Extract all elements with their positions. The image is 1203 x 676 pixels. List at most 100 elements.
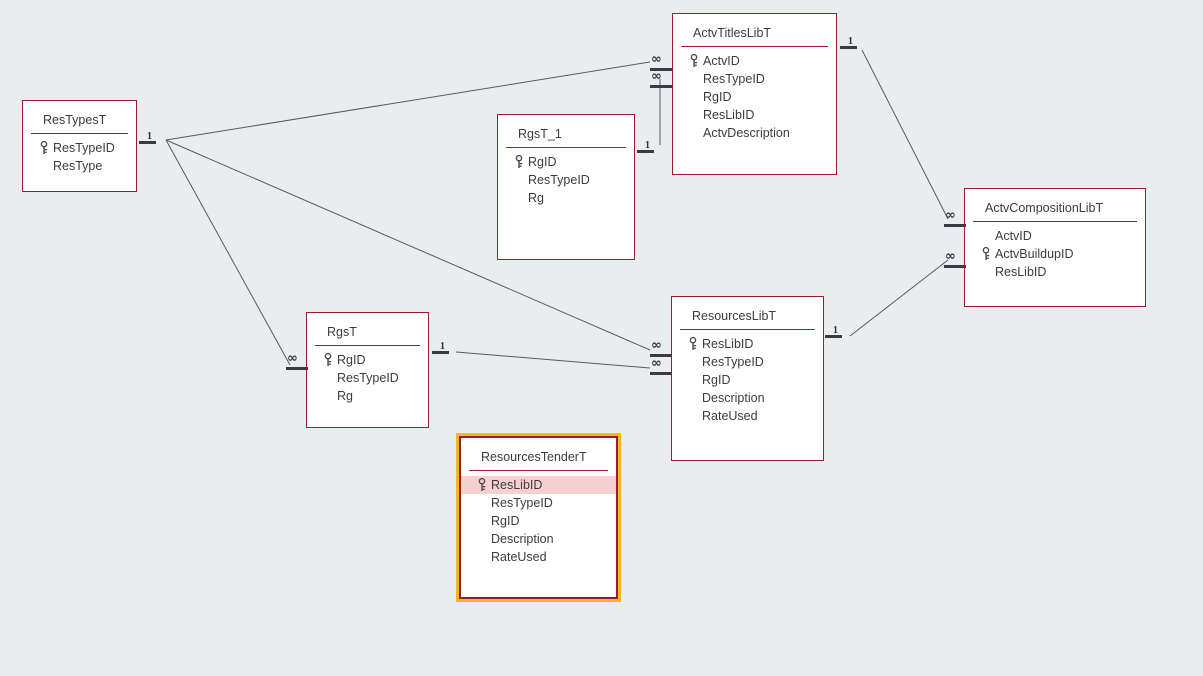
relationship-line[interactable] [849, 259, 949, 337]
field-row[interactable]: ActvDescription [673, 124, 836, 142]
field-name: RateUsed [491, 550, 547, 564]
field-row[interactable]: RgID [461, 512, 616, 530]
field-name: ResTypeID [491, 496, 553, 510]
field-name: ResTypeID [53, 141, 115, 155]
relationship-line[interactable] [861, 49, 949, 220]
cardinality-stub [650, 85, 672, 88]
field-name: Description [702, 391, 765, 405]
field-row[interactable]: ActvBuildupID [965, 245, 1145, 263]
field-name: RgID [703, 90, 732, 104]
primary-key-icon [477, 477, 487, 492]
table-title: ResTypesT [31, 105, 128, 134]
field-row[interactable]: RateUsed [672, 407, 823, 425]
table-title: ActvCompositionLibT [973, 193, 1137, 222]
field-row[interactable]: ResTypeID [307, 369, 428, 387]
cardinality-stub [432, 351, 449, 354]
cardinality-stub [944, 265, 966, 268]
field-list: ActvID ResTypeID RgID ResLibID ActvDescripti… [673, 47, 836, 142]
cardinality-many-icon: ∞ [651, 69, 662, 84]
field-list: ResTypeID ResType [23, 134, 136, 175]
field-row[interactable]: ActvID [965, 227, 1145, 245]
field-row[interactable]: ResTypeID [461, 494, 616, 512]
cardinality-one-label: 1 [147, 131, 152, 142]
cardinality-many-icon: ∞ [651, 52, 662, 67]
cardinality-stub [825, 335, 842, 338]
table-box-actvtitleslibt[interactable]: ActvTitlesLibT ActvID ResTypeID RgID ResLibI… [672, 13, 837, 175]
cardinality-stub [139, 141, 156, 144]
field-row[interactable]: ResLibID [672, 335, 823, 353]
field-row[interactable]: ResLibID [461, 476, 616, 494]
table-title: RgsT_1 [506, 119, 626, 148]
field-name: RgID [528, 155, 557, 169]
field-name: ActvID [703, 54, 740, 68]
field-name: ResTypeID [703, 72, 765, 86]
field-list: RgID ResTypeID Rg [307, 346, 428, 405]
cardinality-one-label: 1 [440, 341, 445, 352]
cardinality-stub [286, 367, 308, 370]
cardinality-many-icon: ∞ [651, 338, 662, 353]
field-row[interactable]: RateUsed [461, 548, 616, 566]
cardinality-stub [650, 68, 672, 71]
table-title: ResourcesLibT [680, 301, 815, 330]
field-name: Description [491, 532, 554, 546]
relationship-line[interactable] [165, 139, 291, 366]
field-row[interactable]: Rg [307, 387, 428, 405]
cardinality-stub [840, 46, 857, 49]
field-row[interactable]: RgID [673, 88, 836, 106]
field-name: RateUsed [702, 409, 758, 423]
field-name: ResTypeID [337, 371, 399, 385]
field-list: RgID ResTypeID Rg [498, 148, 634, 207]
cardinality-one-label: 1 [833, 325, 838, 336]
cardinality-stub [650, 354, 672, 357]
field-row[interactable]: ResLibID [965, 263, 1145, 281]
field-row[interactable]: ActvID [673, 52, 836, 70]
table-box-restypest[interactable]: ResTypesT ResTypeID ResType [22, 100, 137, 192]
cardinality-stub [944, 224, 966, 227]
field-row[interactable]: ResTypeID [672, 353, 823, 371]
primary-key-icon [39, 140, 49, 155]
primary-key-icon [688, 336, 698, 351]
cardinality-stub [650, 372, 672, 375]
field-name: RgID [337, 353, 366, 367]
field-row[interactable]: ResTypeID [673, 70, 836, 88]
field-list: ActvID ActvBuildupID ResLibID [965, 222, 1145, 281]
field-name: Rg [528, 191, 544, 205]
cardinality-one-label: 1 [848, 36, 853, 47]
primary-key-icon [981, 246, 991, 261]
cardinality-many-icon: ∞ [651, 356, 662, 371]
cardinality-many-icon: ∞ [945, 208, 956, 223]
field-name: ActvDescription [703, 126, 790, 140]
field-row[interactable]: ResTypeID [498, 171, 634, 189]
field-row[interactable]: RgID [672, 371, 823, 389]
primary-key-icon [514, 154, 524, 169]
cardinality-many-icon: ∞ [287, 351, 298, 366]
relationship-line[interactable] [455, 351, 651, 369]
field-row[interactable]: ResTypeID [23, 139, 136, 157]
table-title: ActvTitlesLibT [681, 18, 828, 47]
field-row[interactable]: RgID [307, 351, 428, 369]
cardinality-one-label: 1 [645, 140, 650, 151]
field-name: RgID [491, 514, 520, 528]
primary-key-icon [323, 352, 333, 367]
table-box-resourceslibt[interactable]: ResourcesLibT ResLibID ResTypeID RgID Descri… [671, 296, 824, 461]
field-name: ResLibID [995, 265, 1047, 279]
field-name: ActvID [995, 229, 1032, 243]
field-name: ResType [53, 159, 103, 173]
field-row[interactable]: RgID [498, 153, 634, 171]
field-row[interactable]: ResType [23, 157, 136, 175]
field-name: ActvBuildupID [995, 247, 1074, 261]
field-row[interactable]: Rg [498, 189, 634, 207]
primary-key-icon [689, 53, 699, 68]
field-row[interactable]: Description [672, 389, 823, 407]
field-name: RgID [702, 373, 731, 387]
field-row[interactable]: Description [461, 530, 616, 548]
table-box-actvcompositionlibt[interactable]: ActvCompositionLibT ActvID ActvBuildupID Re… [964, 188, 1146, 307]
field-name: ResTypeID [702, 355, 764, 369]
field-row[interactable]: ResLibID [673, 106, 836, 124]
